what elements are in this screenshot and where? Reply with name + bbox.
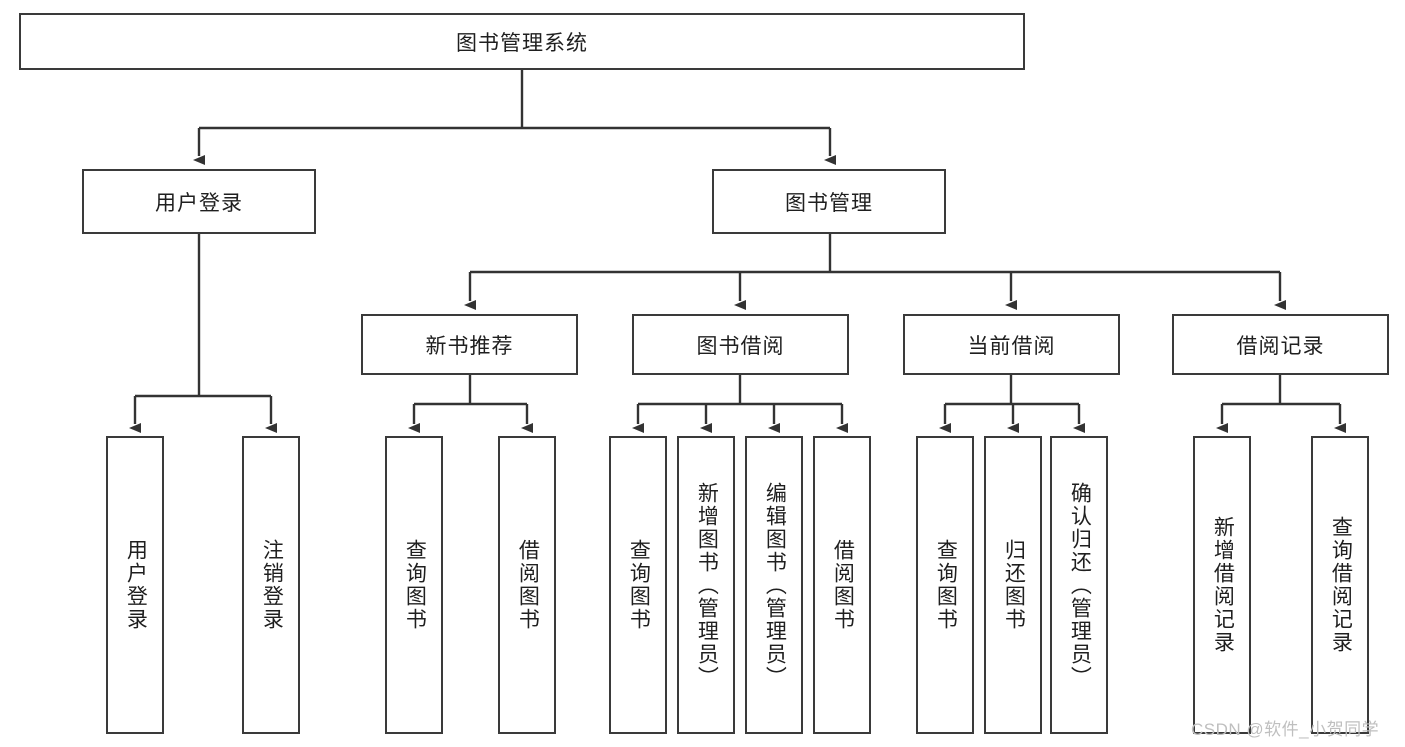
node-book-management[interactable]: 图书管理 [712, 169, 946, 234]
leaf-label: 查询图书 [627, 539, 651, 631]
node-root-system[interactable]: 图书管理系统 [19, 13, 1025, 70]
leaf-label: 归还图书 [1002, 539, 1026, 631]
leaf-user-login-logout[interactable]: 注销登录 [242, 436, 300, 734]
leaf-user-login-login[interactable]: 用户登录 [106, 436, 164, 734]
node-book-borrow[interactable]: 图书借阅 [632, 314, 849, 375]
leaf-label: 借阅图书 [516, 539, 540, 631]
leaf-borrow-record-query[interactable]: 查询借阅记录 [1311, 436, 1369, 734]
leaf-current-borrow-return[interactable]: 归还图书 [984, 436, 1042, 734]
leaf-label: 注销登录 [260, 539, 284, 631]
node-current-borrow[interactable]: 当前借阅 [903, 314, 1120, 375]
leaf-book-borrow-query[interactable]: 查询图书 [609, 436, 667, 734]
leaf-label: 新增借阅记录 [1211, 516, 1235, 654]
leaf-new-book-query[interactable]: 查询图书 [385, 436, 443, 734]
leaf-new-book-borrow[interactable]: 借阅图书 [498, 436, 556, 734]
leaf-book-borrow-borrow[interactable]: 借阅图书 [813, 436, 871, 734]
leaf-borrow-record-add[interactable]: 新增借阅记录 [1193, 436, 1251, 734]
node-borrow-records[interactable]: 借阅记录 [1172, 314, 1389, 375]
leaf-label: 借阅图书 [831, 539, 855, 631]
node-user-login[interactable]: 用户登录 [82, 169, 316, 234]
csdn-watermark: CSDN @软件_小贺同学 [1191, 720, 1380, 739]
leaf-label: 查询借阅记录 [1329, 516, 1353, 654]
leaf-label: 编辑图书（管理员） [763, 481, 787, 689]
node-new-book-recommend[interactable]: 新书推荐 [361, 314, 578, 375]
leaf-label: 确认归还（管理员） [1068, 481, 1092, 689]
leaf-book-borrow-add[interactable]: 新增图书（管理员） [677, 436, 735, 734]
leaf-label: 新增图书（管理员） [695, 481, 719, 689]
leaf-label: 用户登录 [124, 539, 148, 631]
leaf-label: 查询图书 [403, 539, 427, 631]
leaf-current-borrow-query[interactable]: 查询图书 [916, 436, 974, 734]
leaf-book-borrow-edit[interactable]: 编辑图书（管理员） [745, 436, 803, 734]
leaf-current-borrow-confirm-return[interactable]: 确认归还（管理员） [1050, 436, 1108, 734]
leaf-label: 查询图书 [934, 539, 958, 631]
